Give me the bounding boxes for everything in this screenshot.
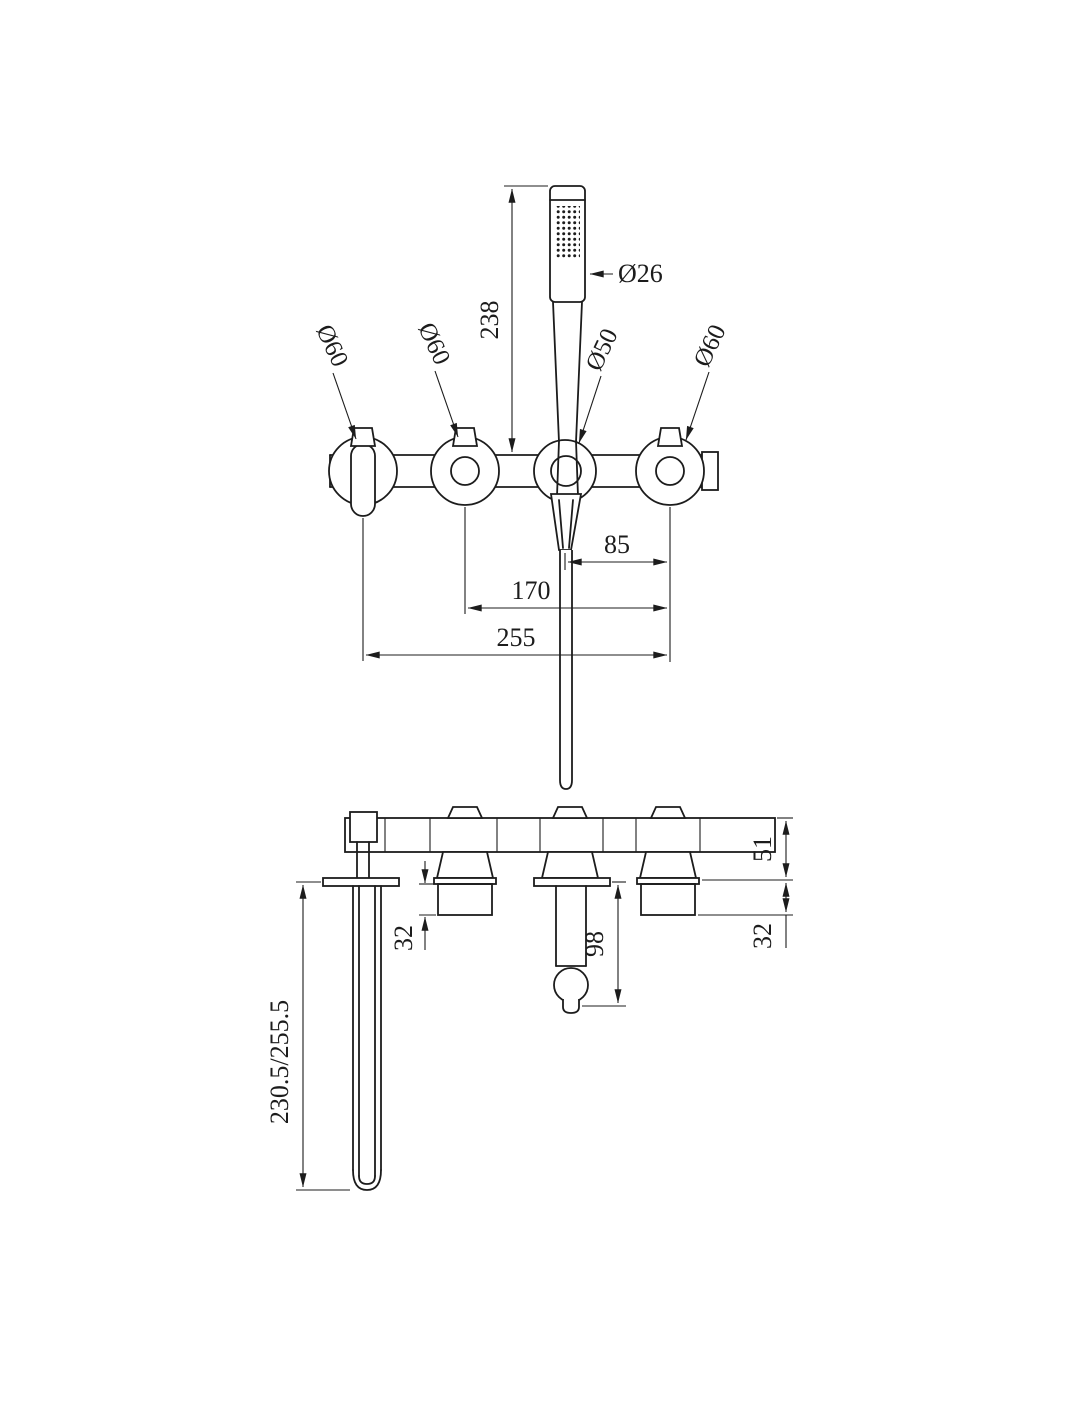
dim-label-255: 255 [497,623,536,652]
spout-valve-side [349,811,378,879]
set-screw-spout [349,427,377,447]
handshower [549,185,586,443]
handle-flange-left-front [430,436,500,506]
dimension-handshower-length: 238 [475,185,548,456]
left-handle-escutcheon [433,877,497,885]
dimension-255: 255 [362,518,668,661]
shower-hose-front [549,493,583,790]
wall-boss-left-handle [446,806,484,819]
spout-flange-front [328,436,398,517]
set-screw-right-handle [656,427,684,447]
leader-dia50-holder: Ø50 [578,325,624,444]
handle-base-left [435,851,495,879]
dim-label-51: 51 [748,836,777,862]
spout-front-profile [350,443,376,517]
diverter-base [540,851,600,879]
front-view: 238 Ø26 [310,185,732,790]
leader-label-dia50-holder: Ø50 [581,325,624,375]
holder-flange-front [533,439,597,503]
dimension-32-right: 32 [698,882,793,949]
leader-dia60-spout: Ø60 [310,321,357,440]
leader-label-dia60-left-handle: Ø60 [412,319,455,369]
dim-label-handshower-length: 238 [475,301,504,340]
spout-side [352,885,382,1191]
handle-base-right [638,851,698,879]
spout-valve-cap [349,811,378,843]
dim-label-32-right: 32 [748,923,777,949]
right-handle-escutcheon [636,877,700,885]
wall-boss-diverter [551,806,589,819]
mounting-bar-side [344,806,776,853]
spray-face [556,206,580,258]
dimension-170: 170 [464,507,668,614]
wall-boss-right-handle [649,806,687,819]
diverter-side [553,885,589,1014]
side-view: 230.5/255.5 32 98 51 [265,806,793,1191]
leader-dia60-left-handle: Ø60 [412,319,459,438]
spout-escutcheon-side [322,877,400,887]
diverter-knob [553,967,589,1003]
knurled-handle-left [437,883,493,916]
dim-label-32-left: 32 [389,925,418,951]
leader-label-dia60-right-handle: Ø60 [689,321,732,371]
dimension-85: 85 [564,507,671,662]
diverter-escutcheon [533,877,611,887]
dim-label-170: 170 [512,576,551,605]
set-screw-left-handle [451,427,479,447]
dimension-handshower-diameter: Ø26 [589,259,663,288]
leader-label-dia60-spout: Ø60 [310,321,353,371]
knurled-handle-right [640,883,696,916]
handle-flange-right-front [635,436,705,506]
dimension-spout-length: 230.5/255.5 [265,881,350,1191]
dim-label-spout-length: 230.5/255.5 [265,1000,294,1124]
dim-label-98: 98 [580,931,609,957]
dim-label-handshower-diameter: Ø26 [618,259,663,288]
dimension-98: 98 [580,881,626,1007]
dimension-51: 51 [702,817,793,881]
leader-dia60-right-handle: Ø60 [685,321,732,441]
dim-label-85: 85 [604,530,630,559]
dimension-32-left: 32 [389,861,436,951]
